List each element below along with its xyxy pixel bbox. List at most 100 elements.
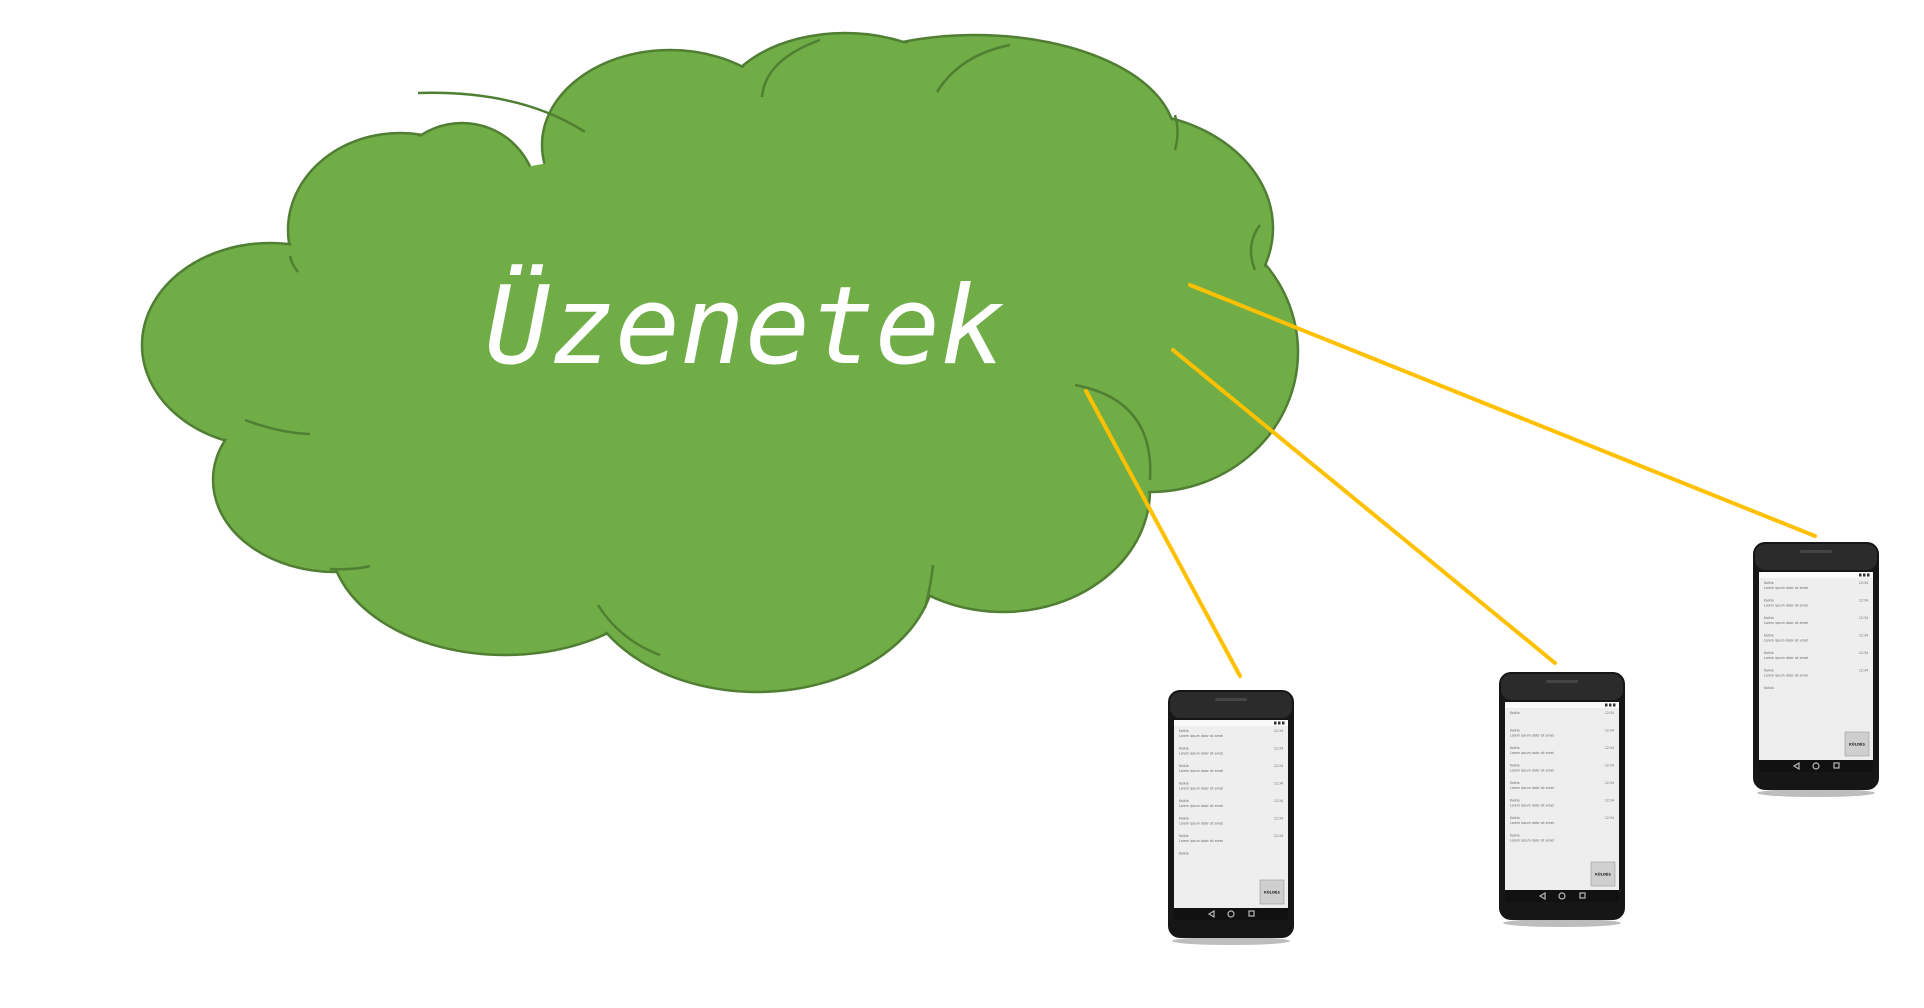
message-time: 12:34 — [1274, 729, 1283, 733]
link-phone-2 — [1171, 348, 1557, 665]
phone-shadow — [1503, 919, 1621, 927]
cloud-body — [144, 35, 1296, 690]
status-icon — [1867, 573, 1870, 577]
back-icon[interactable] — [1538, 891, 1546, 901]
message-time: 12:34 — [1605, 799, 1614, 803]
message-time: 12:34 — [1859, 669, 1868, 673]
message-time: 12:34 — [1605, 746, 1614, 750]
message-text: Lorem ipsum dolor sit amet — [1510, 821, 1555, 825]
message-text: Lorem ipsum dolor sit amet — [1179, 734, 1224, 738]
send-button-label: KÜLDÉS — [1849, 742, 1865, 747]
status-icon — [1613, 703, 1616, 707]
home-icon[interactable] — [1227, 910, 1235, 918]
send-button-box — [1844, 731, 1870, 757]
home-icon[interactable] — [1812, 762, 1820, 770]
message-time: 12:34 — [1605, 816, 1614, 820]
message-text: Lorem ipsum dolor sit amet — [1179, 787, 1224, 791]
message-time: 12:34 — [1274, 799, 1283, 803]
message-sender: Kalkla — [1764, 669, 1774, 673]
recents-icon[interactable] — [1579, 892, 1586, 899]
message-item[interactable]: Kalkla — [1179, 852, 1189, 856]
message-time: 12:34 — [1605, 729, 1614, 733]
message-sender: Kalkla — [1179, 799, 1189, 803]
message-sender: Kalkla — [1764, 599, 1774, 603]
send-button-box — [1259, 879, 1285, 905]
send-button[interactable]: KÜLDÉS — [1259, 879, 1285, 905]
send-button[interactable]: KÜLDÉS — [1844, 731, 1870, 757]
message-cloud: Üzenetek — [140, 31, 1300, 694]
message-sender: Kalkla — [1764, 651, 1774, 655]
back-icon[interactable] — [1207, 909, 1215, 919]
message-text: Lorem ipsum dolor sit amet — [1510, 769, 1555, 773]
message-time: 12:34 — [1274, 782, 1283, 786]
status-icon — [1278, 721, 1281, 725]
message-sender: Kalkla — [1764, 581, 1774, 585]
message-sender: Kalkla — [1510, 764, 1520, 768]
message-time: 12:34 — [1859, 616, 1868, 620]
send-button-label: KÜLDÉS — [1264, 890, 1280, 895]
message-time: 12:34 — [1859, 599, 1868, 603]
nav-bar — [1759, 760, 1873, 772]
message-text: Lorem ipsum dolor sit amet — [1510, 839, 1555, 843]
home-icon[interactable] — [1558, 892, 1566, 900]
message-text: Lorem ipsum dolor sit amet — [1764, 586, 1809, 590]
message-time: 12:34 — [1274, 817, 1283, 821]
message-sender: Kalkla — [1179, 747, 1189, 751]
phone-top-bezel — [1170, 692, 1292, 718]
message-text: Lorem ipsum dolor sit amet — [1179, 839, 1224, 843]
nav-bar — [1505, 890, 1619, 902]
message-time: 12:34 — [1274, 834, 1283, 838]
status-icon — [1282, 721, 1285, 725]
message-sender: Kalkla — [1179, 834, 1189, 838]
message-text: Lorem ipsum dolor sit amet — [1510, 804, 1555, 808]
recents-icon[interactable] — [1833, 762, 1840, 769]
message-sender: Kalkla — [1510, 729, 1520, 733]
message-sender: Kalkla — [1510, 834, 1520, 838]
send-button[interactable]: KÜLDÉS — [1590, 861, 1616, 887]
status-icon — [1605, 703, 1608, 707]
speaker-grille — [1546, 680, 1578, 683]
message-text: Lorem ipsum dolor sit amet — [1510, 786, 1555, 790]
recents-icon[interactable] — [1248, 910, 1255, 917]
speaker-grille — [1215, 698, 1247, 701]
message-text: Lorem ipsum dolor sit amet — [1179, 822, 1224, 826]
message-sender: Kalkla — [1764, 686, 1774, 690]
message-sender: Kalkla — [1764, 634, 1774, 638]
phone-screen — [1759, 572, 1873, 762]
phone-top-bezel — [1501, 674, 1623, 700]
message-item[interactable]: Kalkla — [1764, 686, 1774, 690]
message-text: Lorem ipsum dolor sit amet — [1764, 621, 1809, 625]
message-time: 12:34 — [1274, 747, 1283, 751]
back-icon[interactable] — [1792, 761, 1800, 771]
message-sender: Kalkla — [1510, 746, 1520, 750]
phone-shadow — [1172, 937, 1290, 945]
send-button-box — [1590, 861, 1616, 887]
